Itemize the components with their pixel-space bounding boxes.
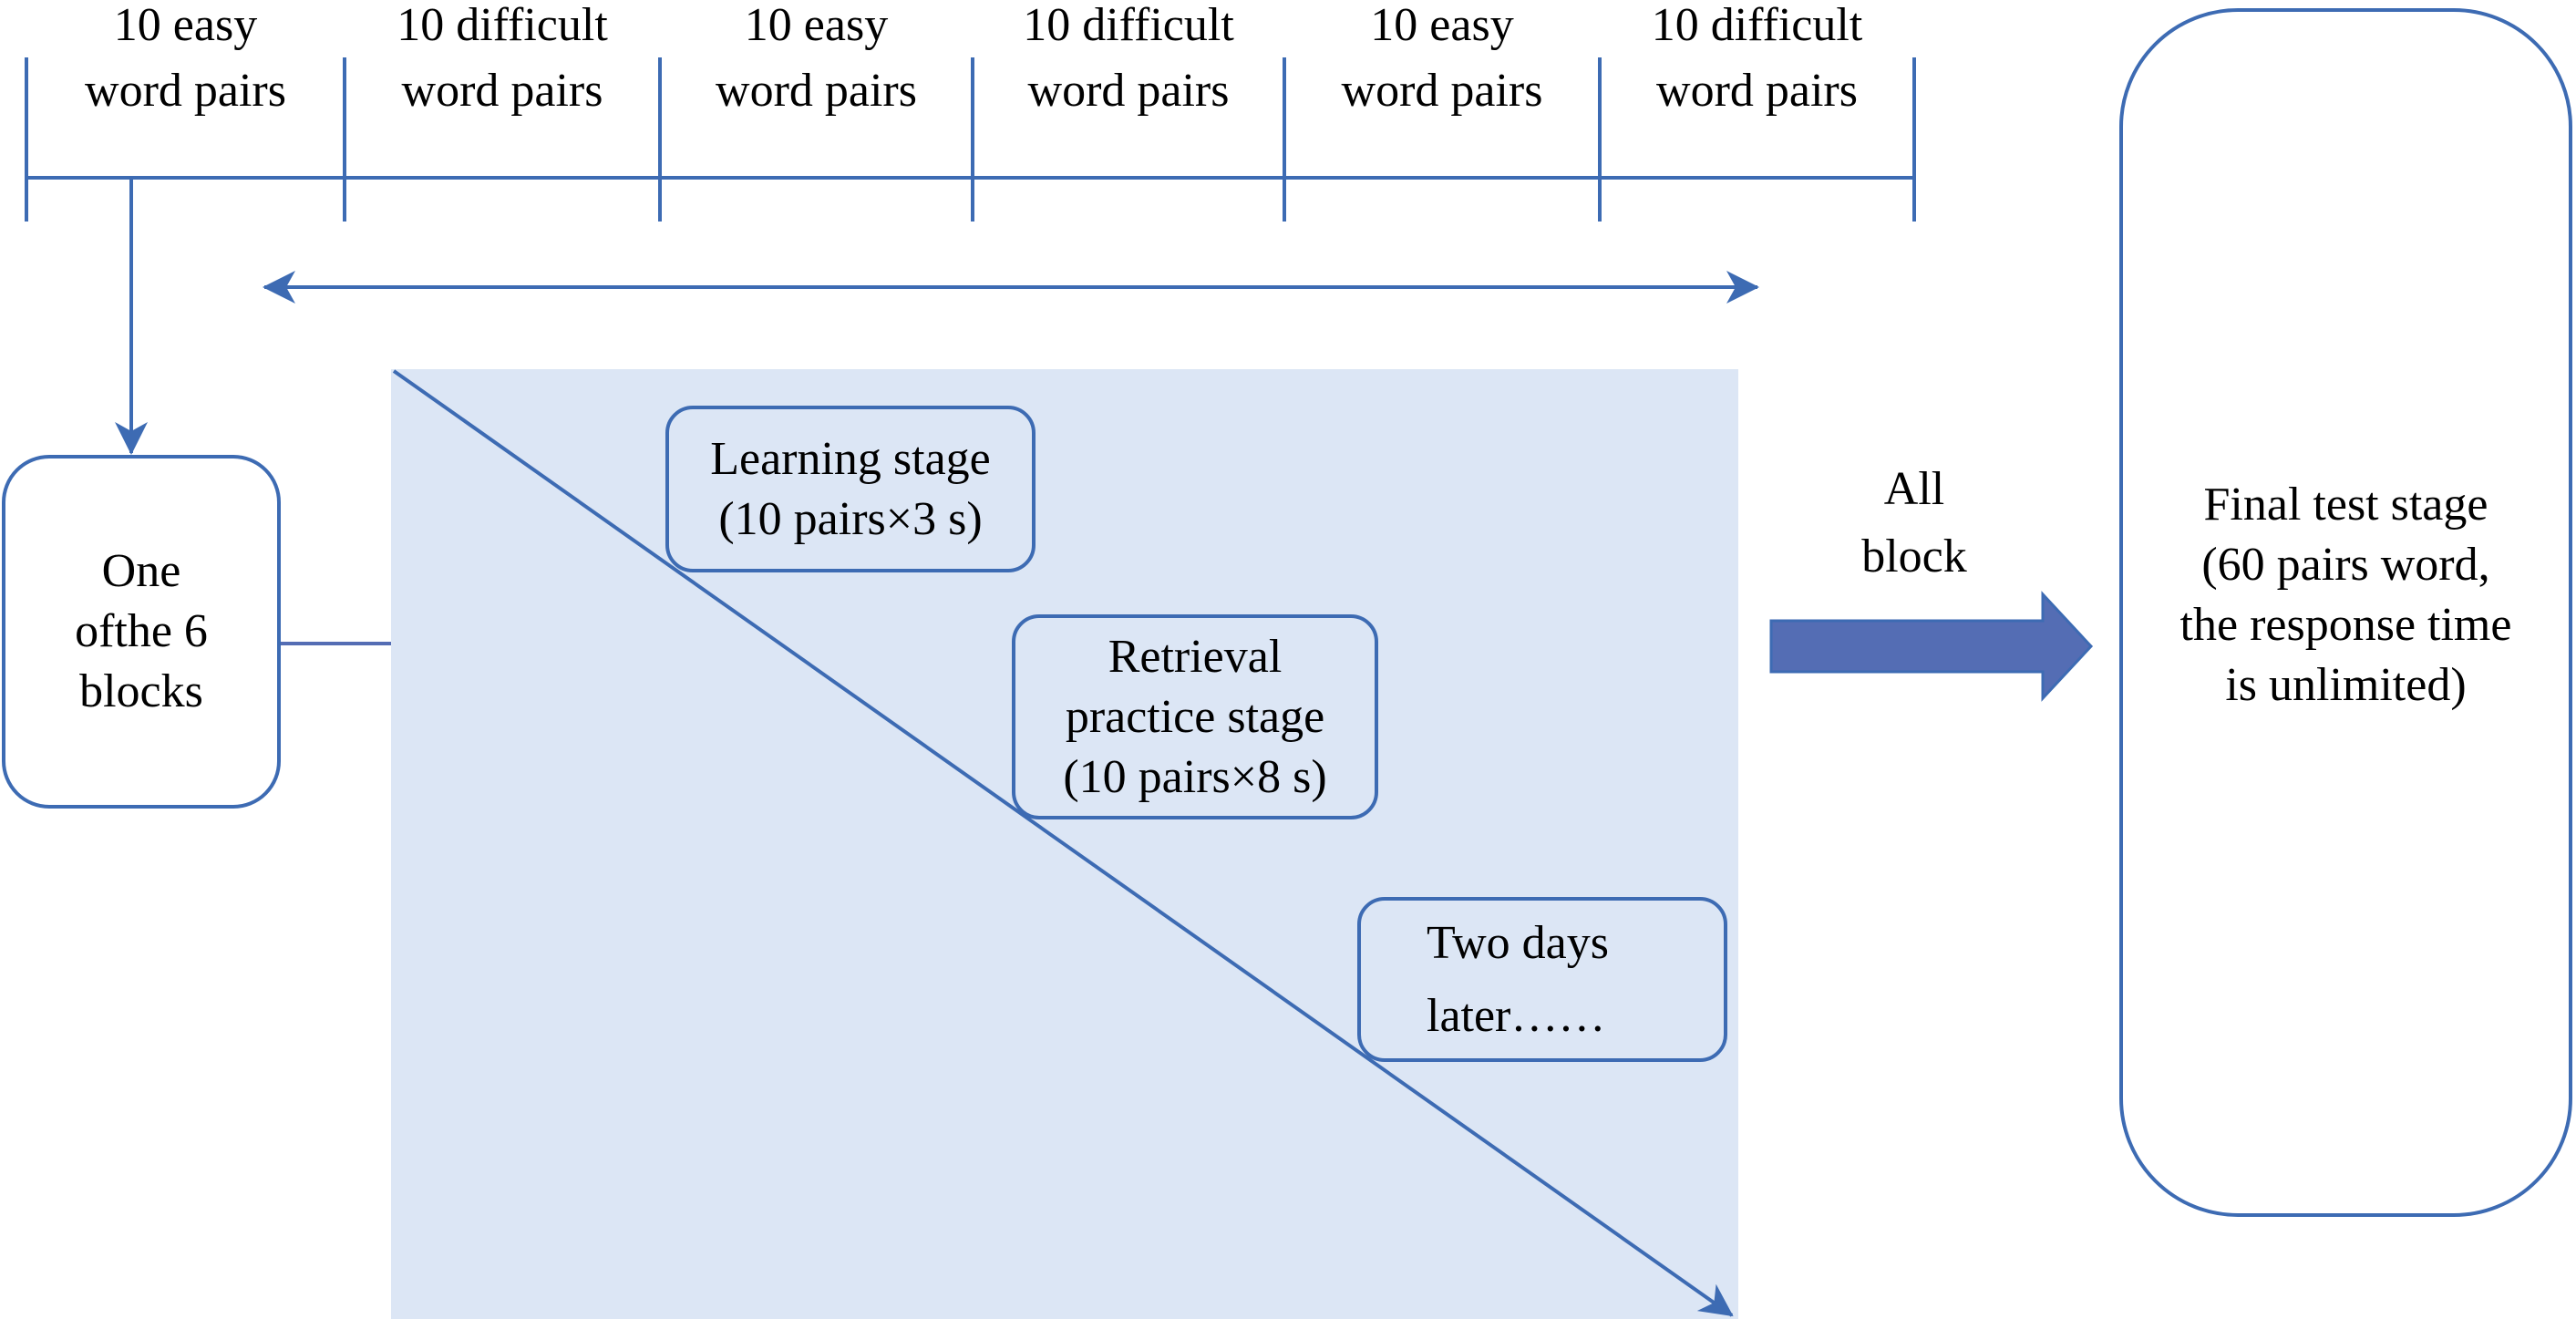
learning-stage-box: Learning stage (10 pairs×3 s) [665,406,1036,572]
segment-count: 10 difficult [397,0,608,51]
fat-arrow [1769,591,2094,702]
segment-type: word pairs [1656,65,1858,117]
segment-count: 10 easy [744,0,889,51]
segment-type: word pairs [716,65,917,117]
all-block-label: All block [1787,456,2042,591]
segment-type: word pairs [85,65,286,117]
retrieval-stage-box: Retrieval practice stage (10 pairs×8 s) [1012,614,1378,819]
diagonal-arrow [392,369,1734,1317]
retrieval-stage-line: (10 pairs×8 s) [1063,750,1327,803]
segment-count: 10 difficult [1023,0,1234,51]
timeline-segment-label: 10 easy word pairs [1284,0,1600,124]
retrieval-stage-line: practice stage [1065,690,1325,743]
delay-line: later…… [1427,989,1606,1042]
learning-stage-line: (10 pairs×3 s) [718,492,983,545]
timeline-segment-label: 10 difficult word pairs [345,0,660,124]
timeline-segment-label: 10 easy word pairs [26,0,345,124]
final-test-box: Final test stage (60 pairs word, the res… [2119,8,2572,1217]
segment-count: 10 difficult [1651,0,1863,51]
retrieval-stage-line: Retrieval [1108,630,1283,683]
final-test-line: Final test stage [2203,479,2488,531]
block-box-line: One [101,545,181,597]
segment-count: 10 easy [113,0,258,51]
timeline-segment-label: 10 difficult word pairs [1600,0,1914,124]
timeline-ticks [25,57,1916,222]
final-test-line: the response time [2179,599,2512,651]
segment-type: word pairs [1341,65,1543,117]
block-box-line: blocks [79,665,203,717]
segment-type: word pairs [1027,65,1230,117]
segment-type: word pairs [401,65,603,117]
timeline-segment-label: 10 difficult word pairs [973,0,1284,124]
final-test-line: is unlimited) [2225,659,2467,711]
delay-box: Two days later…… [1357,897,1727,1062]
delay-line: Two days [1427,916,1610,969]
block-box-line: ofthe 6 [75,605,208,657]
segment-count: 10 easy [1370,0,1514,51]
final-test-line: (60 pairs word, [2201,539,2490,591]
block-box: One ofthe 6 blocks [2,455,281,809]
learning-stage-line: Learning stage [710,432,991,485]
all-block-line: block [1861,531,1967,582]
timeline-segment-label: 10 easy word pairs [660,0,973,124]
all-block-line: All [1883,463,1945,515]
